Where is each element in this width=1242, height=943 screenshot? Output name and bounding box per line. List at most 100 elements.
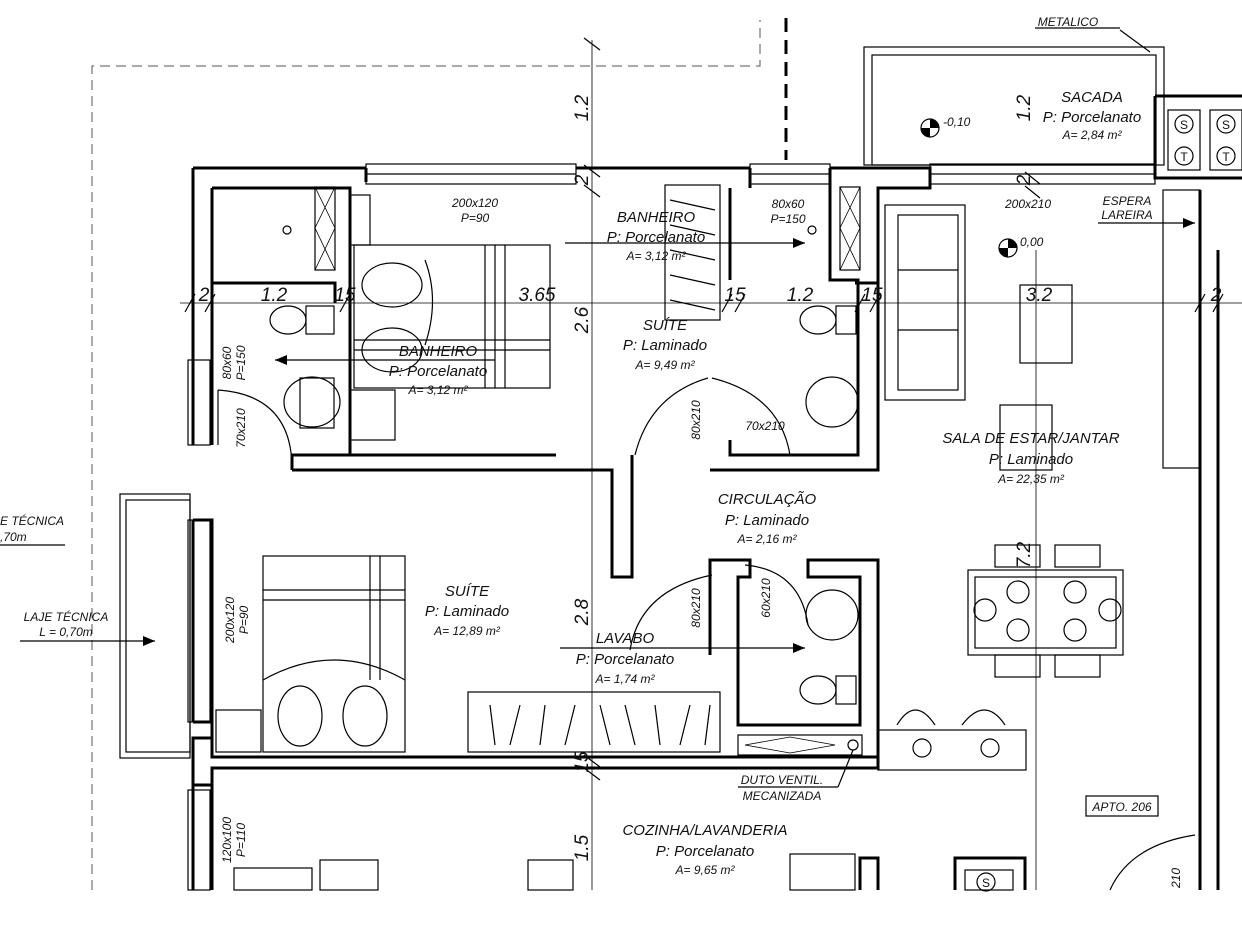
dimension-label: 15 (572, 751, 593, 773)
dimension-labels: 2 1.2 15 3.65 15 1.2 15 3.2 2 (198, 285, 1222, 306)
dimension-label: 7.2 (1014, 541, 1035, 568)
opening-label: 200x120 (451, 196, 498, 210)
fixtures (269, 225, 859, 705)
opening-label: 200x210 (1004, 197, 1051, 211)
room-name: SUÍTE (445, 583, 490, 600)
dimension-label: 1.2 (261, 285, 288, 306)
opening-label: P=90 (237, 605, 251, 634)
shafts (314, 186, 863, 756)
room-name: SUÍTE (643, 317, 688, 334)
annotation-laje-cut: E TÉCNICA (0, 513, 64, 528)
room-area: A= 3,12 m² (625, 249, 686, 263)
room-label-lavabo: LAVABO P: Porcelanato A= 1,74 m² (576, 630, 674, 686)
door-swings (217, 377, 1196, 891)
annotation-laje-height: L = 0,70m (39, 625, 92, 639)
opening-label: 70x210 (745, 419, 785, 433)
opening-label: 210 (1169, 868, 1183, 889)
room-area: A= 22,35 m² (997, 472, 1065, 486)
room-finish: P: Laminado (725, 512, 809, 529)
room-name: LAVABO (596, 630, 655, 647)
room-name: COZINHA/LAVANDERIA (622, 822, 787, 839)
opening-label: P=90 (461, 211, 490, 225)
dining-table (967, 544, 1124, 678)
dimension-ticks (184, 37, 1224, 781)
room-name: SALA DE ESTAR/JANTAR (942, 430, 1119, 447)
opening-label: P=150 (770, 212, 805, 226)
level-arrows (0, 218, 1195, 653)
dimension-label: 2 (1210, 285, 1222, 306)
room-area: A= 9,65 m² (674, 863, 735, 877)
annotation-mecanizada: MECANIZADA (743, 789, 822, 803)
dimension-label: 15 (334, 285, 356, 306)
dimension-label: 2 (198, 285, 210, 306)
level-label: 0,00 (1020, 235, 1044, 249)
dimension-label: 1.2 (787, 285, 814, 306)
dimension-label: 1.2 (572, 94, 593, 121)
annotation-lareira: LAREIRA (1101, 208, 1152, 222)
room-area: A= 12,89 m² (433, 624, 501, 638)
shaft-t-label: T (1222, 150, 1230, 164)
apartment-number: APTO. 206 (1091, 800, 1151, 814)
dimension-label: 1.5 (572, 834, 593, 861)
room-area: A= 3,12 m² (407, 383, 468, 397)
room-name: BANHEIRO (617, 209, 696, 226)
dimension-label: 2 (572, 174, 593, 186)
room-finish: P: Laminado (989, 451, 1073, 468)
room-area: A= 2,84 m² (1061, 128, 1122, 142)
room-name: BANHEIRO (399, 343, 478, 360)
opening-label: 60x210 (759, 578, 773, 618)
room-finish: P: Porcelanato (656, 843, 754, 860)
opening-label: 80x60 (772, 197, 805, 211)
wardrobes (467, 184, 721, 753)
room-finish: P: Porcelanato (1043, 109, 1141, 126)
annotation-duto: DUTO VENTIL. (741, 773, 823, 787)
bed-bottom (215, 555, 406, 753)
vertical-dimension-labels: 1.2 2 2.6 2.8 15 1.5 1.2 2 7.2 (572, 94, 1035, 861)
shaft-s-label: S (1180, 118, 1188, 132)
dimension-label: 3.65 (519, 285, 556, 306)
axis-lines (180, 18, 1242, 890)
bed-top (349, 194, 551, 441)
opening-label: 200x120 (223, 597, 237, 644)
room-area: A= 1,74 m² (594, 672, 655, 686)
room-finish: P: Porcelanato (389, 363, 487, 380)
dimension-label: 2 (1014, 174, 1035, 186)
dashed-outline (91, 20, 761, 890)
dimension-label: 2.8 (572, 598, 593, 626)
room-label-cozinha: COZINHA/LAVANDERIA P: Porcelanato A= 9,6… (622, 822, 787, 877)
room-label-suite-bottom: SUÍTE P: Laminado A= 12,89 m² (425, 583, 509, 638)
shaft-s-label: S (1222, 118, 1230, 132)
dimension-label: 3.2 (1026, 285, 1053, 306)
room-finish: P: Porcelanato (576, 651, 674, 668)
room-label-circulacao: CIRCULAÇÃO P: Laminado A= 2,16 m² (718, 491, 817, 546)
level-marker-icons (920, 118, 1018, 258)
room-label-banheiro-left: BANHEIRO P: Porcelanato A= 3,12 m² (389, 343, 487, 397)
dimension-label: 15 (724, 285, 746, 306)
shaft-t-label: T (1180, 150, 1188, 164)
room-label-sacada: SACADA P: Porcelanato A= 2,84 m² (1043, 89, 1141, 142)
dimension-label: 1.2 (1014, 94, 1035, 121)
annotation-laje: LAJE TÉCNICA (24, 609, 109, 624)
sofa (884, 189, 1201, 471)
opening-label: 80x210 (689, 588, 703, 628)
room-finish: P: Laminado (623, 337, 707, 354)
opening-label: 80x60 (220, 346, 234, 379)
room-name: SACADA (1061, 89, 1123, 106)
opening-label: 70x210 (234, 408, 248, 448)
room-label-banheiro-top: BANHEIRO P: Porcelanato A= 3,12 m² (607, 209, 705, 263)
shaft-s-label: S (982, 876, 990, 890)
room-finish: P: Porcelanato (607, 229, 705, 246)
sacada-balcony (863, 29, 1242, 171)
dimension-label: 15 (861, 285, 883, 306)
kitchen-counter (233, 709, 1027, 891)
annotation-espera: ESPERA (1103, 194, 1152, 208)
opening-labels: 200x120 P=90 80x60 P=150 200x210 80x60 P… (220, 196, 1183, 889)
annotation-laje-cut-height: ,70m (0, 530, 27, 544)
opening-label: 120x100 (220, 817, 234, 863)
annotation-metalico: METALICO (1038, 15, 1098, 29)
opening-label: P=150 (234, 345, 248, 380)
room-label-sala: SALA DE ESTAR/JANTAR P: Laminado A= 22,3… (942, 430, 1119, 486)
annotations: METALICO -0,10 0,00 ESPERA LAREIRA LAJE … (0, 15, 1236, 892)
level-label: -0,10 (943, 115, 971, 129)
